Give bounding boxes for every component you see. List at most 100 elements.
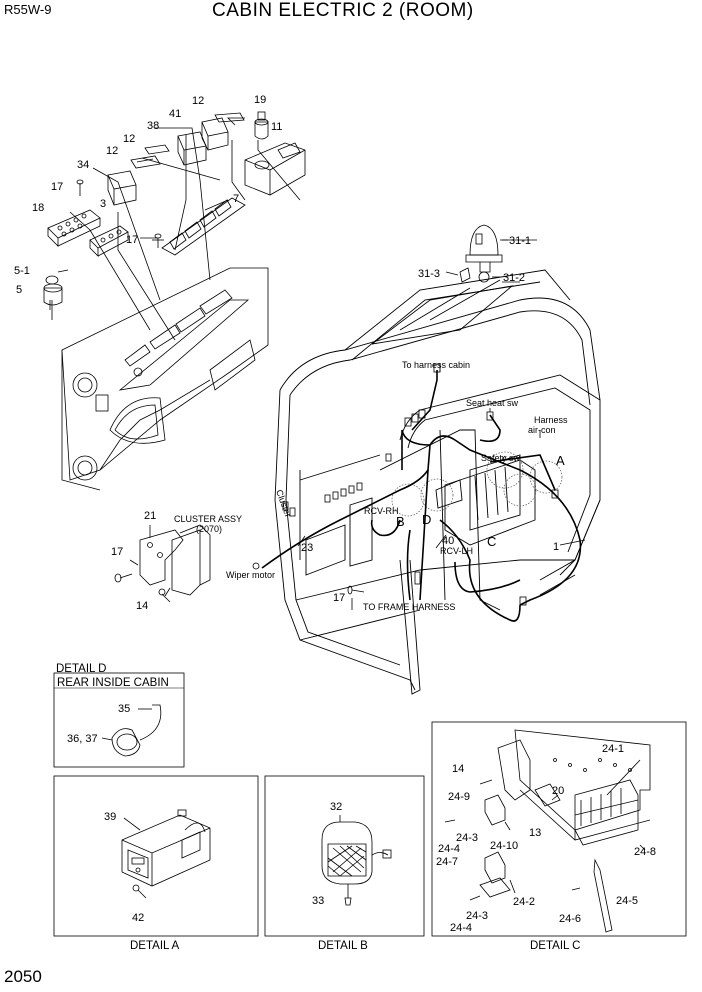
switch-module-18	[47, 209, 101, 247]
note-rcv-lh: RCV-LH	[440, 546, 473, 556]
detail-a-box	[53, 775, 259, 937]
screw-42	[132, 884, 147, 899]
detail-c-caption: DETAIL C	[530, 940, 580, 952]
detail-a-caption: DETAIL A	[130, 940, 180, 952]
note-seat-heat-sw: Seat heat sw	[466, 398, 519, 408]
label-3: 3	[100, 198, 106, 210]
label-17d: 17	[333, 592, 345, 604]
label-12a: 12	[192, 95, 204, 107]
seal-plate-12b	[144, 144, 170, 155]
screw-17c	[114, 573, 133, 583]
label-24-4b: 24-4	[450, 922, 472, 934]
note-to-frame-harness: TO FRAME HARNESS	[363, 602, 455, 612]
label-24-8: 24-8	[634, 846, 656, 858]
console-leaders	[51, 117, 301, 341]
note-cluster: Cluster	[274, 488, 293, 518]
label-21: 21	[144, 510, 156, 522]
ref-d: D	[422, 512, 431, 527]
rear-inside-cabin-part	[101, 704, 162, 757]
seal-plate-12a	[214, 112, 245, 123]
radio-unit-39	[121, 809, 211, 887]
switch-strip-7	[161, 197, 246, 256]
note-safety-sw: Safety sw	[481, 453, 521, 463]
detail-d-box	[53, 672, 185, 768]
label-31-1: 31-1	[509, 235, 531, 247]
label-35: 35	[118, 703, 130, 715]
label-31-3: 31-3	[418, 268, 440, 280]
rocker-switch-38	[177, 131, 207, 166]
work-lamp-32	[321, 815, 392, 906]
note-cluster-assy: CLUSTER ASSY	[174, 514, 242, 524]
label-36-37: 36, 37	[67, 733, 98, 745]
label-1: 1	[553, 541, 559, 553]
label-14b: 14	[452, 763, 464, 775]
rotary-switch-5	[43, 275, 63, 310]
note-wiper-motor: Wiper motor	[226, 570, 275, 580]
rocker-switch-34	[107, 170, 137, 206]
label-42: 42	[132, 912, 144, 924]
part-labels: 12 19 41 11 38 12 34 12 17 7 18 3 17 5-1…	[14, 94, 656, 952]
detail-c-box	[431, 721, 687, 937]
model-code: R55W-9	[4, 2, 52, 17]
cluster-assy	[129, 524, 211, 597]
label-24-10: 24-10	[490, 840, 518, 852]
switch-panel-11	[244, 142, 306, 196]
beacon-31	[445, 224, 508, 283]
label-31-2: 31-2	[503, 272, 525, 284]
label-24-6: 24-6	[559, 913, 581, 925]
label-32: 32	[330, 801, 342, 813]
note-to-harness-cabin: To harness cabin	[402, 360, 470, 370]
note-cluster-code: (2070)	[196, 524, 222, 534]
label-38: 38	[147, 120, 159, 132]
console-panel	[61, 267, 269, 491]
rocker-switch-41	[201, 117, 229, 151]
label-18: 18	[32, 202, 44, 214]
label-19: 19	[254, 94, 266, 106]
label-13: 13	[529, 827, 541, 839]
label-24-1: 24-1	[602, 743, 624, 755]
label-17c: 17	[111, 546, 123, 558]
note-air-con: air-con	[528, 425, 556, 435]
detail-b-caption: DETAIL B	[318, 940, 368, 952]
ref-b: B	[396, 514, 405, 529]
label-17a: 17	[51, 181, 63, 193]
page-number: 2050	[4, 967, 42, 986]
label-24-3a: 24-3	[456, 832, 478, 844]
detail-d-title: DETAIL D	[56, 663, 106, 675]
screw-14a	[158, 588, 171, 603]
label-12b: 12	[123, 133, 135, 145]
detail-b-box	[264, 775, 425, 937]
label-40: 40	[442, 535, 454, 547]
ref-a: A	[556, 453, 565, 468]
cabin-harness	[261, 370, 582, 622]
label-7: 7	[233, 193, 239, 205]
label-24-3b: 24-3	[466, 910, 488, 922]
label-24-7: 24-7	[436, 856, 458, 868]
note-harness: Harness	[534, 415, 568, 425]
label-24-4a: 24-4	[438, 843, 460, 855]
label-14a: 14	[136, 600, 148, 612]
detail-d-subtitle: REAR INSIDE CABIN	[57, 677, 169, 689]
label-23: 23	[301, 542, 313, 554]
key-switch-19	[254, 111, 269, 140]
label-24-5: 24-5	[616, 895, 638, 907]
label-39: 39	[104, 811, 116, 823]
note-rcv-rh: RCV-RH	[364, 506, 399, 516]
label-12c: 12	[106, 145, 118, 157]
label-33: 33	[312, 895, 324, 907]
cabin-frame	[274, 269, 601, 695]
screw-17b	[152, 233, 164, 248]
label-11: 11	[271, 121, 282, 133]
label-34: 34	[77, 159, 89, 171]
seal-plate-12c	[130, 155, 161, 169]
label-5-1: 5-1	[14, 265, 30, 277]
screw-17d	[347, 585, 365, 595]
label-20: 20	[552, 785, 564, 797]
label-41: 41	[169, 108, 181, 120]
relay-bracket	[444, 729, 651, 933]
switch-module-3	[89, 225, 129, 257]
cabin-leaders	[297, 239, 586, 610]
speaker-discs	[391, 451, 563, 517]
label-24-2: 24-2	[513, 896, 535, 908]
